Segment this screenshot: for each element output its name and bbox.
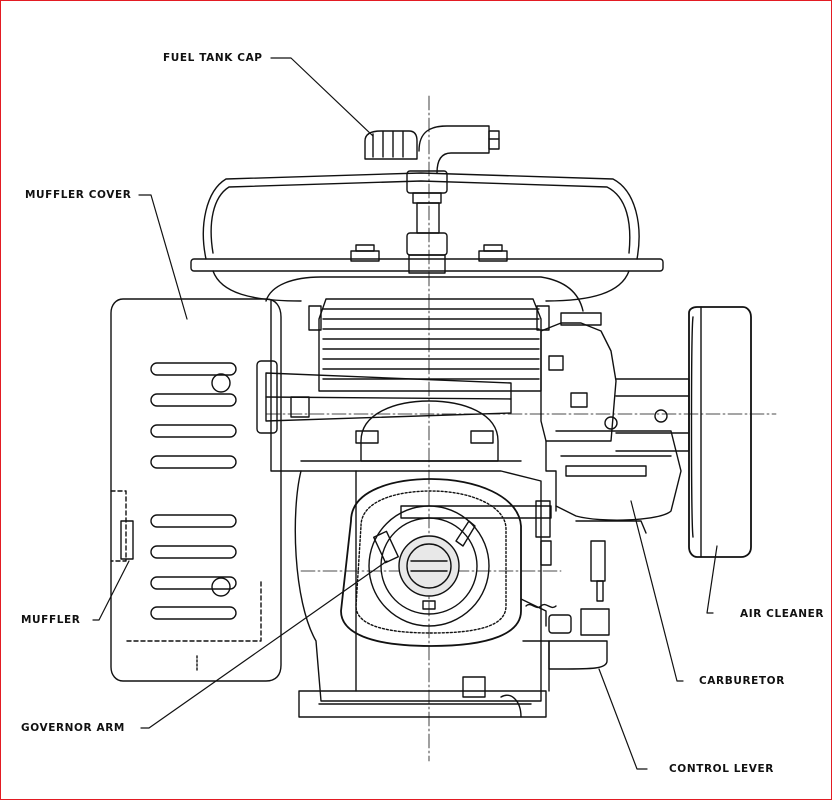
muffler xyxy=(110,490,262,672)
fuel-tank xyxy=(190,172,664,302)
center-lines xyxy=(265,95,777,762)
label-muffler: MUFFLER xyxy=(21,614,81,626)
fuel-tank-cap xyxy=(364,125,500,174)
label-air-cleaner: AIR CLEANER xyxy=(740,608,825,620)
leader-lines xyxy=(92,57,718,770)
control-mechanism xyxy=(520,598,610,692)
tank-bolts xyxy=(350,244,508,262)
muffler-cover xyxy=(110,298,282,682)
fuel-line xyxy=(406,170,448,274)
governor-housing xyxy=(340,478,522,647)
engine-shroud xyxy=(265,276,584,472)
air-intake xyxy=(615,378,690,452)
crankcase-lower xyxy=(294,470,547,718)
governor-linkage xyxy=(373,500,552,566)
label-muffler-cover: MUFFLER COVER xyxy=(25,189,132,201)
cylinder-fins xyxy=(308,298,550,392)
carburetor xyxy=(540,312,682,602)
label-governor-arm: GOVERNOR ARM xyxy=(21,722,125,734)
label-carburetor: CARBURETOR xyxy=(699,675,785,687)
crankcase-upper xyxy=(300,400,522,462)
exhaust-bracket xyxy=(256,360,512,434)
air-cleaner xyxy=(688,306,752,558)
label-fuel-tank-cap: FUEL TANK CAP xyxy=(163,52,263,64)
label-control-lever: CONTROL LEVER xyxy=(669,763,774,775)
